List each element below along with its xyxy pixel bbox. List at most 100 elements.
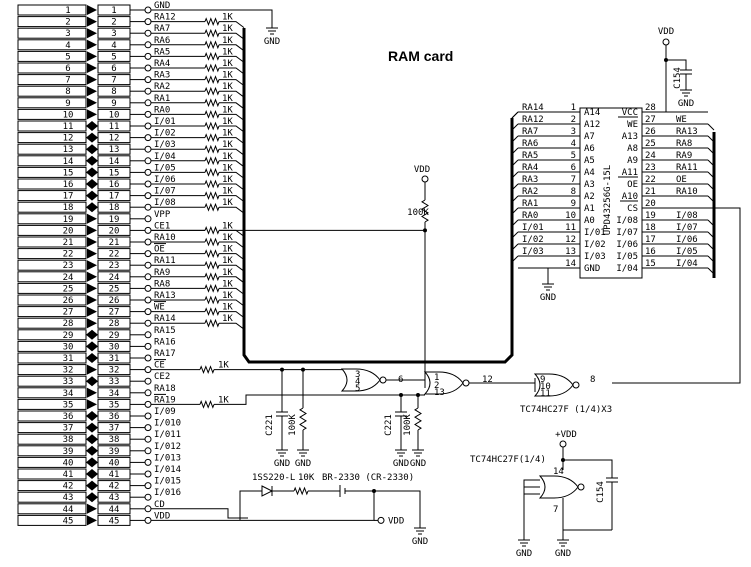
- bus-entry: [511, 195, 519, 203]
- resistor-label: 1K: [222, 24, 233, 34]
- chip-signal-label: I/03: [522, 247, 544, 257]
- connector-terminal: [144, 284, 152, 292]
- signal-label: CE: [154, 361, 165, 371]
- connector-pin-number: 28: [109, 319, 120, 329]
- connector-terminal: [144, 6, 152, 14]
- connector-pin-number: 28: [63, 319, 74, 329]
- connector-terminal: [144, 482, 152, 490]
- connector-pin-number: 20: [63, 226, 74, 236]
- vdd-terminal: [559, 440, 567, 448]
- connector-pin-number: 10: [63, 110, 74, 120]
- signal-label: I/011: [154, 430, 181, 440]
- bus-entry: [511, 255, 519, 263]
- resistor-symbol: [204, 28, 220, 38]
- connector-pin-box: [17, 120, 87, 132]
- signal-label: RA7: [154, 24, 170, 34]
- bus-entry: [511, 183, 519, 191]
- resistor-symbol: [204, 249, 220, 258]
- connector-pin-box: [17, 306, 87, 318]
- bus-entry: [511, 171, 519, 179]
- signal-label: CE1: [154, 221, 170, 231]
- connector-pin-number: 31: [109, 354, 120, 364]
- nor-gate-2: [423, 371, 464, 395]
- chip-signal-label: I/02: [522, 235, 544, 245]
- bus-entry: [511, 243, 519, 251]
- diamond-marker: [86, 457, 98, 468]
- chip-signal-label: RA3: [522, 175, 538, 185]
- connector-pin-number: 4: [65, 41, 70, 51]
- diamond-marker: [86, 155, 98, 166]
- connector-terminal: [144, 331, 152, 339]
- connector-pin-number: 11: [63, 122, 74, 132]
- connector-pin-number: 8: [111, 87, 116, 97]
- chip-pin-name: A10: [622, 192, 638, 202]
- connector-pin-number: 20: [109, 226, 120, 236]
- chip-pin-name: GND: [584, 264, 600, 274]
- chip-pin-name: I/01: [584, 228, 606, 238]
- connector-pin-number: 41: [63, 470, 74, 480]
- vdd-label: VDD: [658, 27, 674, 37]
- wire: [666, 59, 687, 70]
- bus-entry: [219, 79, 245, 86]
- connector-pin-box: [17, 201, 87, 213]
- ra19-wire: [214, 394, 425, 405]
- connector-pin-number: 38: [109, 435, 120, 445]
- connector-pin-number: 33: [63, 377, 74, 387]
- connector-pin-box: [17, 271, 87, 283]
- chip-pin-name: I/03: [584, 252, 606, 262]
- chip-pin-number: 24: [645, 151, 656, 161]
- diamond-marker: [86, 341, 98, 352]
- resistor-label: 1K: [222, 279, 233, 289]
- connector-pin-number: 1: [65, 6, 70, 16]
- chip-pin-name: A11: [622, 168, 638, 178]
- connector-terminal: [144, 458, 152, 466]
- connector-pin-box: [17, 398, 87, 410]
- resistor-symbol: [204, 318, 220, 328]
- bus-entry: [511, 159, 519, 167]
- chip-signal-label: RA9: [676, 151, 692, 161]
- connector-pin-number: 43: [109, 493, 120, 503]
- connector-pin-number: 39: [63, 447, 74, 457]
- chip-pin-name: I/05: [616, 252, 638, 262]
- gate-ref-label: TC74HC27F (1/4)X3: [520, 405, 612, 415]
- bus-entry: [707, 123, 715, 131]
- signal-label: I/02: [154, 129, 176, 139]
- bus-entry: [219, 44, 245, 52]
- chip-pin-name: A8: [627, 144, 638, 154]
- connector-terminal: [144, 122, 152, 130]
- connector-pin-box: [17, 433, 87, 445]
- resistor-label: 1K: [222, 59, 233, 69]
- resistor-symbol: [204, 295, 220, 305]
- chip-pin-name: I/07: [616, 228, 638, 238]
- arrow-marker: [87, 51, 97, 62]
- chip-signal-label: RA8: [676, 139, 692, 149]
- chip-signal-label: I/04: [676, 259, 698, 269]
- signal-label: I/010: [154, 419, 181, 429]
- bus-entry: [219, 102, 245, 110]
- chip-pin-name: A12: [584, 120, 600, 130]
- signal-label: RA14: [154, 314, 176, 324]
- gate-pin-number: 9: [540, 375, 545, 385]
- gate-pin-number: 12: [482, 375, 493, 385]
- resistor-symbol: [204, 133, 220, 142]
- signal-label: I/07: [154, 187, 176, 197]
- bus-entry: [219, 299, 245, 307]
- connector-pin-number: 9: [65, 99, 70, 109]
- connector-pin-number: 12: [63, 134, 74, 144]
- nor-gate-3: [533, 373, 574, 397]
- gate-pin-number: 8: [590, 375, 595, 385]
- connector-terminal: [144, 203, 152, 211]
- signal-label: CE2: [154, 372, 170, 382]
- connector-terminal: [144, 250, 152, 258]
- signal-label: I/012: [154, 442, 181, 452]
- resistor-label: 1K: [222, 129, 233, 139]
- arrow-marker: [87, 503, 97, 514]
- signal-label: I/015: [154, 477, 181, 487]
- ground-label: GND: [555, 549, 571, 559]
- resistor-symbol: [204, 121, 220, 131]
- connector-pin-number: 36: [109, 412, 120, 422]
- connector-terminal: [144, 168, 152, 176]
- connector-pin-box: [17, 259, 87, 271]
- resistor-label: 1K: [222, 303, 233, 313]
